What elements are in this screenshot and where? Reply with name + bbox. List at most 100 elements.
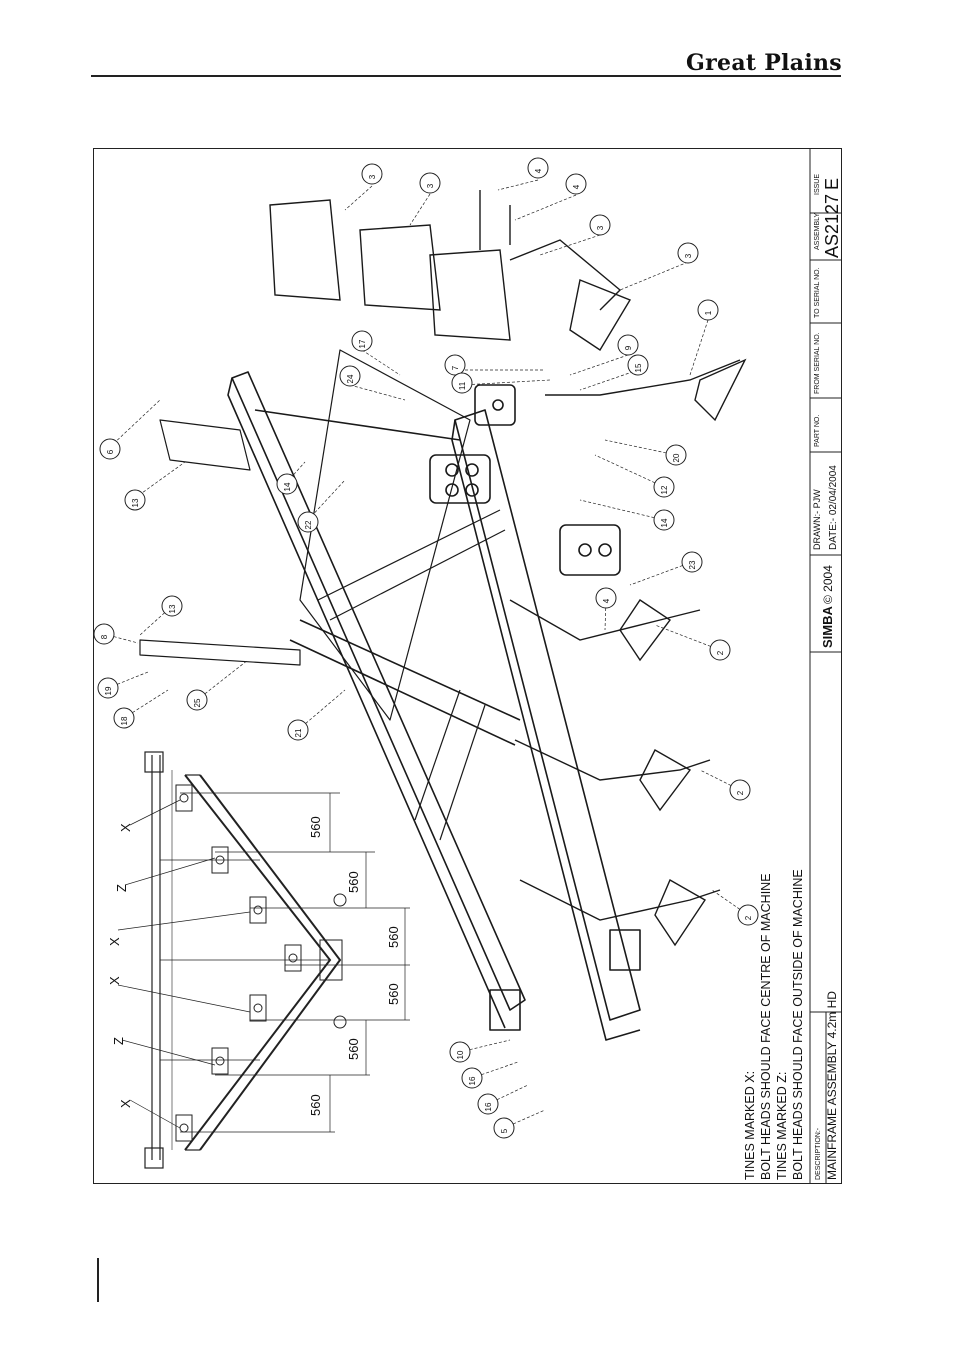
- callout-badge: 19: [97, 677, 119, 699]
- tine-marker-leaders: [117, 799, 251, 1129]
- callout-number: 3: [684, 253, 693, 258]
- callout-badge: 22: [297, 511, 319, 533]
- callout-badge: 15: [627, 354, 649, 376]
- from-serial-label: FROM SERIAL NO.: [814, 332, 821, 394]
- callout-badge: 16: [461, 1067, 483, 1089]
- drawing-date: DATE:- 02/04/2004: [828, 465, 839, 550]
- callout-badge: 2: [709, 639, 731, 661]
- callout-badge: 2: [737, 904, 759, 926]
- callout-number: 7: [451, 365, 460, 370]
- title-block: [809, 148, 842, 1184]
- callout-number: 2: [736, 790, 745, 795]
- callout-badge: 16: [477, 1093, 499, 1115]
- part-no-label: PART NO.: [814, 415, 821, 447]
- dimension-label: 560: [308, 816, 323, 838]
- callout-badge: 24: [339, 365, 361, 387]
- callout-badge: 4: [565, 173, 587, 195]
- callout-number: 4: [534, 168, 543, 173]
- callout-number: 21: [294, 728, 303, 737]
- simba-logo-text: SIMBA: [820, 606, 835, 649]
- callout-badge: 13: [124, 489, 146, 511]
- callout-badge: 4: [595, 587, 617, 609]
- callout-badge: 7: [444, 354, 466, 376]
- callout-number: 3: [368, 174, 377, 179]
- frame-tines: [509, 358, 747, 947]
- callout-number: 22: [304, 520, 313, 529]
- callout-number: 10: [456, 1050, 465, 1059]
- callout-number: 15: [634, 363, 643, 372]
- callout-number: 4: [602, 598, 611, 603]
- title-block-text: ISSUE E ASSEMBLY AS2127 TO SERIAL NO. FR…: [812, 174, 842, 1180]
- issue-label: ISSUE: [814, 174, 821, 195]
- copyright-text: © 2004: [821, 565, 835, 604]
- callout-badge: 20: [665, 444, 687, 466]
- callout-badge: 3: [589, 214, 611, 236]
- callout-badge: 13: [161, 595, 183, 617]
- callout-number: 12: [660, 485, 669, 494]
- callout-number: 4: [572, 184, 581, 189]
- note-line: TINES MARKED X:: [743, 1071, 757, 1180]
- tine-marker: Z: [114, 884, 129, 892]
- dimension-label: 560: [308, 1094, 323, 1116]
- page-margin-rule: [97, 1258, 99, 1302]
- tine-marker: X: [118, 823, 133, 832]
- dimension-label: 560: [386, 983, 401, 1005]
- callout-badge: 8: [93, 623, 115, 645]
- callout-badge: 5: [493, 1117, 515, 1139]
- callout-badge: 6: [99, 438, 121, 460]
- tine-marker: X: [118, 1099, 133, 1108]
- note-line: BOLT HEADS SHOULD FACE OUTSIDE OF MACHIN…: [791, 869, 805, 1180]
- callout-number: 8: [100, 634, 109, 639]
- callout-badge: 11: [451, 372, 473, 394]
- note-line: TINES MARKED Z:: [775, 1072, 789, 1180]
- callout-number: 16: [484, 1102, 493, 1111]
- plan-dimension-labels: 560 560 560 560 560 560: [308, 816, 401, 1116]
- callout-badge: 3: [419, 172, 441, 194]
- mainframe-drawing: [139, 349, 641, 1041]
- tine-marker: Z: [111, 1037, 126, 1045]
- callout-number: 11: [458, 381, 467, 390]
- callout-badge: 12: [653, 476, 675, 498]
- callout-number: 13: [131, 498, 140, 507]
- callout-badge: 9: [617, 334, 639, 356]
- dimension-lines: [180, 792, 410, 1133]
- callout-badge: 10: [449, 1041, 471, 1063]
- brand-logo-text: Great Plains: [686, 50, 842, 76]
- callout-number: 2: [744, 915, 753, 920]
- assembly-number: AS2127: [822, 194, 842, 258]
- callout-number: 5: [500, 1128, 509, 1133]
- callout-number: 20: [672, 453, 681, 462]
- callout-badge: 18: [113, 707, 135, 729]
- drawn-by: DRAWN:- PJW: [812, 489, 822, 550]
- callout-number: 23: [688, 560, 697, 569]
- tine-marker: X: [107, 937, 122, 946]
- callout-number: 24: [346, 374, 355, 383]
- callout-badge: 1: [697, 299, 719, 321]
- callout-number: 19: [104, 686, 113, 695]
- header-rule: [91, 75, 841, 77]
- callout-badge: 25: [186, 689, 208, 711]
- callout-badge: 4: [527, 157, 549, 179]
- description-text: MAINFRAME ASSEMBLY 4.2m HD: [825, 991, 839, 1180]
- callout-number: 13: [168, 604, 177, 613]
- tine-marker: X: [107, 976, 122, 985]
- dimension-label: 560: [386, 926, 401, 948]
- callout-number: 14: [283, 482, 292, 491]
- callout-badge: 21: [287, 719, 309, 741]
- callout-badge: 2: [729, 779, 751, 801]
- callouts: 3 3 4 4 3 3 1 9 15 17 24 7 11 6 13 14 22…: [93, 157, 759, 1139]
- callout-number: 3: [596, 225, 605, 230]
- to-serial-label: TO SERIAL NO.: [814, 267, 821, 318]
- drawing-frame: [93, 148, 842, 1184]
- callout-number: 18: [120, 716, 129, 725]
- assembly-label: ASSEMBLY: [814, 212, 821, 250]
- callout-number: 2: [716, 650, 725, 655]
- callout-number: 6: [106, 449, 115, 454]
- callout-number: 14: [660, 518, 669, 527]
- notes: TINES MARKED X: BOLT HEADS SHOULD FACE C…: [743, 869, 805, 1180]
- callout-badge: 14: [653, 509, 675, 531]
- callout-badge: 3: [677, 242, 699, 264]
- issue-value: E: [822, 178, 842, 190]
- callout-number: 1: [704, 310, 713, 315]
